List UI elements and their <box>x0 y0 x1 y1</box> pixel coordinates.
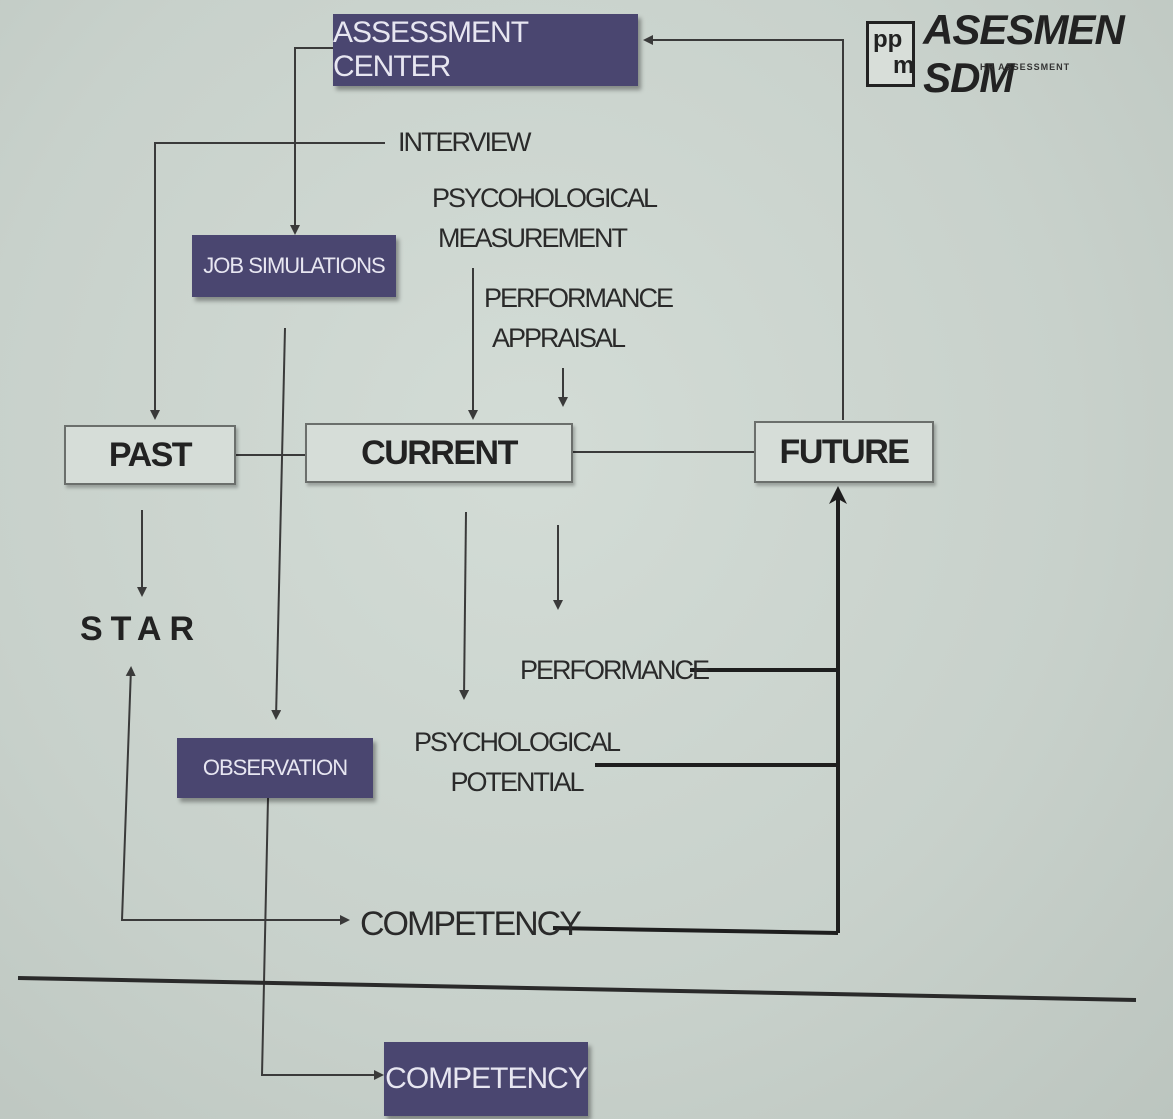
interview-to-past-arrow <box>150 142 385 420</box>
future-label: FUTURE <box>779 432 910 471</box>
psychological-potential-line-1: PSYCHOLOGICAL <box>414 727 621 757</box>
job-simulations-box: JOB SIMULATIONS <box>192 235 396 297</box>
psychological-measurement-line-2: MEASUREMENT <box>438 223 628 253</box>
assessment-to-jobsim-arrow <box>290 47 333 235</box>
observation-box: OBSERVATION <box>177 738 373 798</box>
performance-appraisal-line-1: PERFORMANCE <box>484 283 674 313</box>
logo-tagline: HR ASSESSMENT <box>980 62 1071 72</box>
competency-label: COMPETENCY <box>360 905 582 943</box>
observation-to-competency-arrow <box>260 797 384 1080</box>
logo-mark-bottom: m <box>893 52 915 79</box>
past-label: PAST <box>108 435 193 474</box>
divider-line <box>17 976 1137 1002</box>
logo-mark-top: pp <box>873 26 903 53</box>
competency-bottom-box: COMPETENCY <box>384 1042 588 1116</box>
logo-name: ASESMEN SDM <box>923 6 1125 101</box>
current-to-potential-arrow <box>459 511 470 700</box>
past-box: PAST <box>64 425 236 485</box>
psychological-potential-line-2: POTENTIAL <box>450 767 585 797</box>
current-label: CURRENT <box>361 433 518 472</box>
performance-appraisal-label: PERFORMANCE APPRAISAL <box>484 278 674 358</box>
jobsim-to-observation-arrow <box>271 327 286 720</box>
future-to-assessment-arrow <box>643 35 844 420</box>
interview-label: INTERVIEW <box>398 127 532 157</box>
performance-label: PERFORMANCE <box>520 655 710 685</box>
job-simulations-label: JOB SIMULATIONS <box>203 253 385 278</box>
star-label: STAR <box>80 610 203 648</box>
performance-appraisal-line-2: APPRAISAL <box>492 323 626 353</box>
competency-to-star-arrow <box>120 666 300 921</box>
psychological-measurement-line-1: PSYCOHOLOGICAL <box>432 183 658 213</box>
observation-label: OBSERVATION <box>202 755 348 780</box>
competency-bottom-label: COMPETENCY <box>385 1062 588 1095</box>
assessment-center-box: ASSESSMENT CENTER <box>333 14 638 86</box>
ppm-logo-mark: pp m <box>866 21 916 87</box>
psychological-measurement-label: PSYCOHOLOGICAL MEASUREMENT <box>432 178 658 258</box>
current-box: CURRENT <box>305 423 573 483</box>
psychological-potential-label: PSYCHOLOGICAL POTENTIAL <box>414 722 621 802</box>
assessment-center-label: ASSESSMENT CENTER <box>333 16 529 83</box>
asesmen-sdm-logo: pp m ASESMEN SDM <box>866 6 1173 102</box>
future-box: FUTURE <box>754 421 934 483</box>
competency-line <box>552 926 839 935</box>
